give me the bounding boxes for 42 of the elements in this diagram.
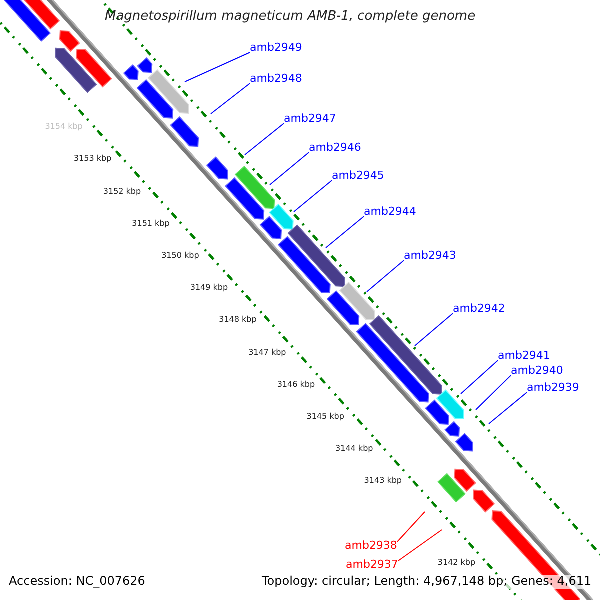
gene-label: amb2946	[309, 142, 362, 155]
scale-label: 3148 kbp	[219, 315, 257, 324]
title: Magnetospirillum magneticum AMB-1, complete genome	[105, 9, 476, 24]
gene-label: amb2944	[364, 206, 416, 219]
scale-label: 3154 kbp	[45, 122, 83, 132]
leader-line	[244, 123, 284, 156]
scale-label: 3147 kbp	[248, 348, 286, 358]
leader-line	[326, 216, 364, 248]
gene-label: amb2940	[511, 365, 564, 378]
scale-label: 3150 kbp	[162, 251, 200, 260]
leader-line	[184, 52, 250, 82]
leader-line	[476, 375, 512, 410]
footer-text: Topology: circular; Length: 4,967,148 bp; Genes: 4,611	[262, 575, 592, 589]
gene-label: amb2949	[250, 42, 302, 55]
leader-line	[366, 260, 404, 292]
leader-line	[398, 530, 442, 562]
scale-label: 3142 kbp	[438, 558, 476, 568]
leader-line	[460, 360, 498, 394]
gene-label: amb2948	[250, 73, 302, 86]
footer-text: Accession: NC_007626	[9, 575, 146, 589]
scale-label: 3149 kbp	[190, 283, 228, 292]
scale-label: 3152 kbp	[103, 186, 142, 196]
leader-line	[396, 512, 426, 542]
gene-label: amb2938	[345, 540, 398, 553]
scale-label: 3143 kbp	[364, 476, 402, 486]
leader-line	[210, 83, 250, 114]
gene-label: amb2942	[453, 303, 506, 316]
gene-label: amb2943	[404, 250, 456, 263]
gene-label: amb2945	[332, 170, 384, 183]
gene-label: amb2941	[498, 350, 550, 363]
scale-label: 3151 kbp	[132, 218, 170, 228]
leader-line	[488, 392, 528, 424]
leader-line	[270, 152, 310, 186]
leader-line	[414, 313, 454, 346]
scale-label: 3153 kbp	[74, 154, 112, 164]
scale-label: 3145 kbp	[306, 412, 344, 422]
gene-label: amb2937	[346, 559, 398, 572]
scale-label: 3146 kbp	[277, 380, 316, 389]
leader-line	[294, 180, 332, 212]
scale-label: 3144 kbp	[336, 444, 374, 454]
gene-label: amb2939	[527, 382, 580, 395]
gene-label: amb2947	[284, 113, 336, 126]
